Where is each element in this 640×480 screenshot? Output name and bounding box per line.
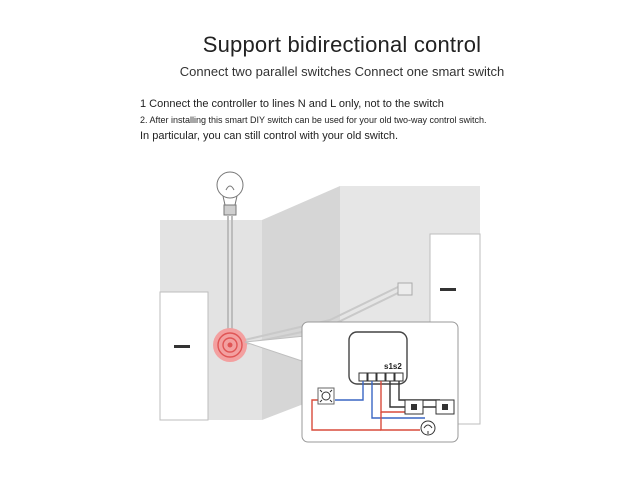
module-terminals	[358, 372, 404, 382]
note-1: 1 Connect the controller to lines N and …	[140, 98, 444, 110]
lamp-icon	[317, 387, 335, 405]
wall-switch-icon	[435, 399, 455, 415]
wall-switch-icon	[404, 399, 424, 415]
note-2: 2. After installing this smart DIY switc…	[140, 115, 487, 125]
door-left	[159, 291, 209, 421]
module-label: s1s2	[384, 362, 402, 371]
ceiling-lamp-icon	[420, 420, 436, 436]
door-handle-right	[440, 288, 456, 291]
junction-box	[397, 282, 413, 296]
smart-switch-highlight	[213, 328, 247, 362]
light-bulb-icon	[216, 171, 244, 216]
page-title: Support bidirectional control	[202, 32, 482, 57]
instruction-notes: 1 Connect the controller to lines N and …	[140, 96, 620, 144]
smart-module	[348, 331, 408, 385]
page-subtitle: Connect two parallel switches Connect on…	[179, 64, 505, 79]
note-3: In particular, you can still control wit…	[140, 130, 399, 142]
door-handle-left	[174, 345, 190, 348]
wiring-lines	[311, 381, 445, 431]
